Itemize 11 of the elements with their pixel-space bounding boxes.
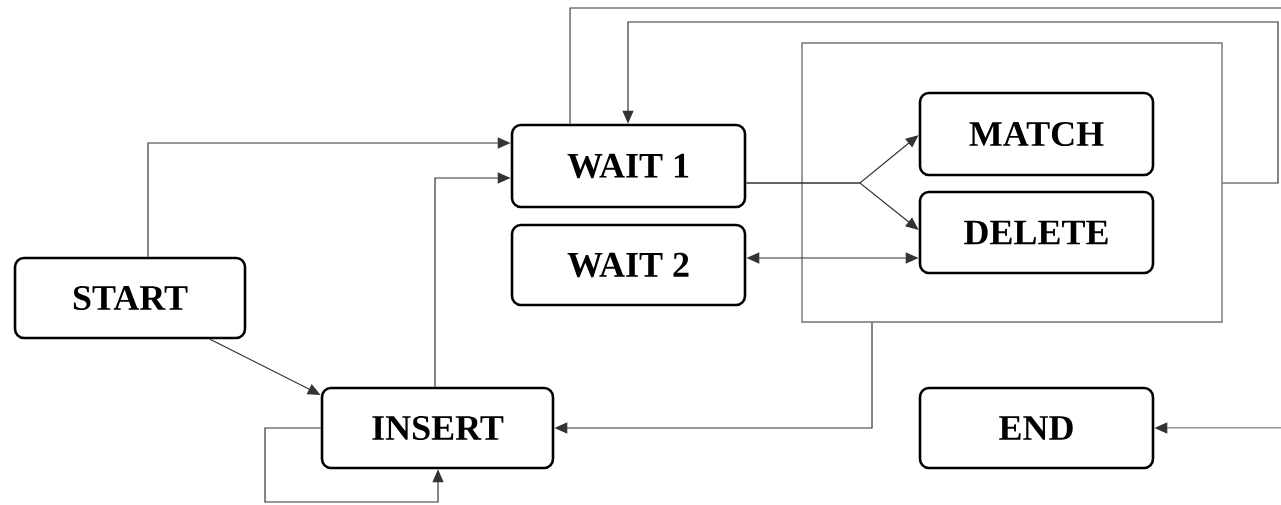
state-box: INSERT [320,386,555,470]
state-box: END [918,386,1155,470]
state-box: DELETE [918,190,1155,275]
group-box [801,42,1223,323]
state-box: START [13,256,247,340]
arrow [622,21,1279,184]
state-box: WAIT 2 [510,223,747,307]
state-box: MATCH [918,91,1155,177]
arrow [264,427,444,503]
arrow [745,182,919,230]
state-box: WAIT 1 [510,123,747,209]
